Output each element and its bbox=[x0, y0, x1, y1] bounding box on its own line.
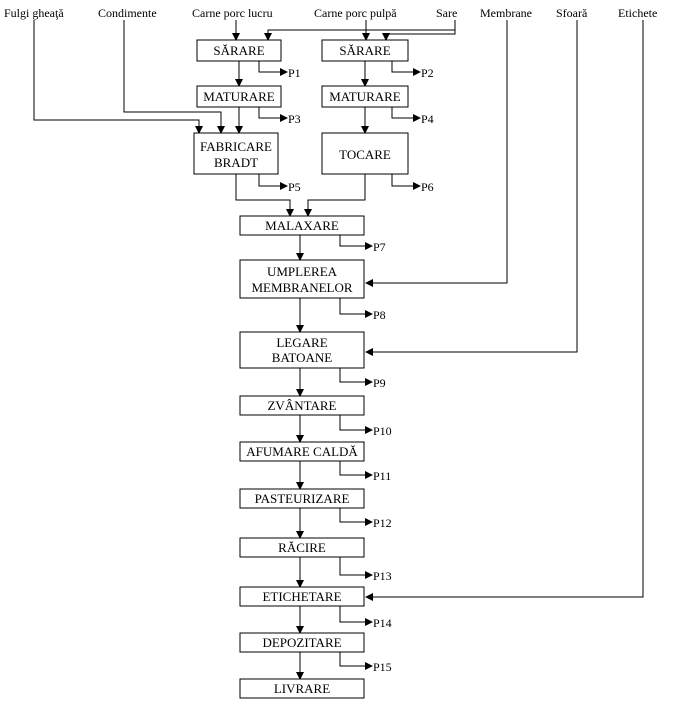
arrow-to-p11 bbox=[339, 461, 373, 479]
arrow-tocare-to-malaxare bbox=[304, 174, 366, 217]
input-sfoara: Sfoară bbox=[556, 6, 588, 20]
arrow-to-p6 bbox=[391, 174, 421, 190]
input-condimente: Condimente bbox=[98, 6, 157, 20]
step-malaxare bbox=[239, 215, 365, 236]
step-umplerea-membranelor bbox=[239, 259, 365, 299]
arrow-fulgi-gheata-to-fabricare bbox=[33, 20, 203, 134]
step-tocare-label: TOCARE bbox=[339, 147, 391, 162]
arrow-to-p14 bbox=[339, 606, 373, 626]
output-p13: P13 bbox=[373, 569, 392, 583]
step-etichetare bbox=[239, 586, 365, 607]
arrow-to-p4 bbox=[391, 107, 421, 122]
step-maturare-1-label: MATURARE bbox=[203, 89, 275, 104]
step-zvantare-label: ZVÂNTARE bbox=[267, 398, 336, 413]
output-p6: P6 bbox=[421, 180, 434, 194]
arrow-sare-to-sarare2 bbox=[382, 28, 456, 41]
step-livrare-label: LIVRARE bbox=[274, 681, 330, 696]
arrow-etichete-to-etichetare bbox=[365, 20, 644, 601]
step-zvantare bbox=[239, 395, 365, 416]
step-racire bbox=[239, 537, 365, 558]
arrow-to-p5 bbox=[258, 174, 288, 190]
output-p5: P5 bbox=[288, 180, 301, 194]
output-p3: P3 bbox=[288, 112, 301, 126]
arrow-to-p8 bbox=[339, 298, 373, 318]
output-p7: P7 bbox=[373, 240, 386, 254]
input-membrane: Membrane bbox=[480, 6, 532, 20]
step-racire-label: RĂCIRE bbox=[278, 540, 326, 555]
step-legare-label-1: LEGARE bbox=[276, 335, 327, 350]
step-depozitare-label: DEPOZITARE bbox=[262, 635, 341, 650]
step-sarare-1-label: SĂRARE bbox=[213, 43, 264, 58]
arrow-fabricare-to-malaxare bbox=[235, 174, 294, 217]
arrow-to-p9 bbox=[339, 368, 373, 386]
step-tocare bbox=[321, 132, 409, 175]
arrow-sare-to-sarare1 bbox=[264, 20, 456, 41]
step-umplerea-label-1: UMPLEREA bbox=[267, 264, 338, 279]
step-fabricare-bradt-label-2: BRADT bbox=[214, 155, 258, 170]
output-p11: P11 bbox=[373, 469, 391, 483]
output-p4: P4 bbox=[421, 112, 434, 126]
output-p15: P15 bbox=[373, 660, 392, 674]
step-pasteurizare bbox=[239, 488, 365, 509]
step-umplerea-label-2: MEMBRANELOR bbox=[251, 280, 352, 295]
output-p8: P8 bbox=[373, 308, 386, 322]
step-afumare-label: AFUMARE CALDĂ bbox=[246, 444, 358, 459]
arrow-to-p2 bbox=[391, 61, 421, 76]
step-sarare-2-label: SĂRARE bbox=[339, 43, 390, 58]
step-legare-label-2: BATOANE bbox=[272, 350, 332, 365]
step-livrare bbox=[239, 678, 365, 699]
step-legare-batoane bbox=[239, 331, 365, 369]
input-carne-porc-lucru: Carne porc lucru bbox=[192, 6, 273, 20]
step-depozitare bbox=[239, 632, 365, 653]
arrow-to-p13 bbox=[339, 557, 373, 579]
arrow-to-p3 bbox=[258, 107, 288, 122]
step-fabricare-bradt-label-1: FABRICARE bbox=[200, 139, 272, 154]
arrow-to-p15 bbox=[339, 652, 373, 670]
arrow-condimente-to-fabricare bbox=[123, 20, 225, 134]
step-afumare-calda bbox=[239, 441, 365, 462]
step-fabricare-bradt bbox=[193, 132, 279, 175]
output-p14: P14 bbox=[373, 616, 392, 630]
step-maturare-2-label: MATURARE bbox=[329, 89, 401, 104]
input-sare: Sare bbox=[436, 6, 457, 20]
output-p1: P1 bbox=[288, 66, 301, 80]
step-etichetare-label: ETICHETARE bbox=[262, 589, 341, 604]
input-fulgi-gheata: Fulgi gheaţă bbox=[4, 6, 64, 20]
arrow-to-p12 bbox=[339, 508, 373, 526]
arrow-to-p1 bbox=[258, 61, 288, 76]
step-malaxare-label: MALAXARE bbox=[265, 218, 339, 233]
input-carne-porc-pulpa: Carne porc pulpă bbox=[314, 6, 397, 20]
output-p12: P12 bbox=[373, 516, 392, 530]
input-etichete: Etichete bbox=[618, 6, 657, 20]
arrow-sfoara-to-legare bbox=[365, 20, 578, 356]
output-p10: P10 bbox=[373, 424, 392, 438]
arrow-to-p10 bbox=[339, 415, 373, 434]
arrow-membrane-to-umplerea bbox=[365, 20, 508, 287]
output-p2: P2 bbox=[421, 66, 434, 80]
output-p9: P9 bbox=[373, 376, 386, 390]
step-pasteurizare-label: PASTEURIZARE bbox=[255, 491, 350, 506]
arrow-to-p7 bbox=[339, 235, 373, 250]
